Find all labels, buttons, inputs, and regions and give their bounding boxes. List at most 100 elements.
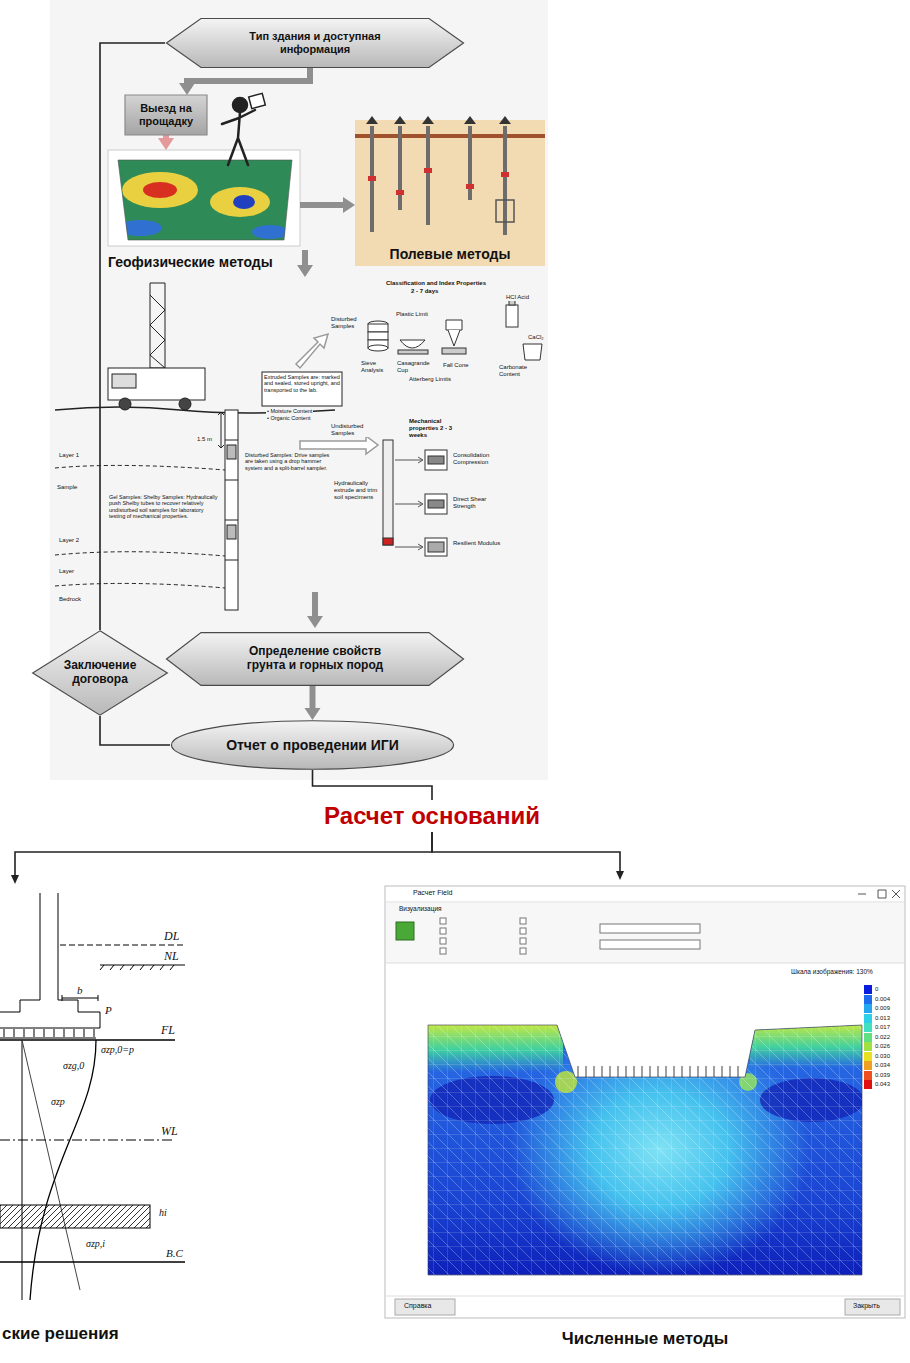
legend-text: 0.043 xyxy=(875,1081,890,1088)
geophysics-section xyxy=(108,150,300,246)
analytical-diagram-part xyxy=(100,965,185,966)
legend-text: 0.034 xyxy=(875,1062,890,1069)
lab-equipment-part xyxy=(442,348,466,354)
software-window-part-part xyxy=(520,928,526,934)
drilling-illustration-part xyxy=(150,283,165,368)
lab-equipment-part xyxy=(428,542,444,552)
legend-text: 0.013 xyxy=(875,1015,890,1022)
text-label: Undisturbed Samples xyxy=(330,423,372,437)
connector-line xyxy=(100,716,170,745)
legend-text: 0.039 xyxy=(875,1072,890,1079)
legend-swatch xyxy=(864,1061,872,1070)
software-window-part xyxy=(395,1299,455,1315)
geophysics-section-part-part xyxy=(118,220,162,236)
person-icon-part xyxy=(233,98,247,112)
hexagon-shape xyxy=(167,633,464,686)
text-label: Direct Shear Strength xyxy=(452,496,509,510)
text-label: • Moisture Content xyxy=(266,408,313,414)
software-window-part-part xyxy=(428,1020,868,1280)
section-heading: Расчет оснований xyxy=(322,800,542,832)
geophysics-section-part xyxy=(108,150,300,246)
field-methods-picture-part-part xyxy=(499,116,511,124)
legend-swatch xyxy=(864,1052,872,1061)
arrow-head xyxy=(158,138,174,150)
lab-equipment-part xyxy=(368,324,388,332)
connector-line xyxy=(187,68,310,85)
geophysics-section-part-part xyxy=(233,195,255,209)
legend-text: 0.004 xyxy=(875,996,890,1003)
diamond-shape xyxy=(33,631,168,715)
drilling-illustration-part xyxy=(227,445,236,459)
text-label: Consolidation Compression xyxy=(452,452,509,466)
text-label: σzp,i xyxy=(85,1238,106,1250)
legend-swatch xyxy=(864,1071,872,1080)
software-window-part-part xyxy=(600,940,700,949)
field-methods-picture-part-part xyxy=(501,172,509,177)
lab-equipment xyxy=(368,300,542,556)
text-label: Disturbed Samples: Drive samples are tak… xyxy=(244,452,334,471)
hexagon-shape xyxy=(167,19,464,68)
process-hexagon: Определение свойств грунта и горных поро… xyxy=(165,632,465,686)
analytical-diagram-part xyxy=(4,1029,94,1037)
geophysics-section-part-part xyxy=(108,150,300,246)
flow-arrow-part xyxy=(302,250,308,266)
software-window-part-part xyxy=(520,948,526,954)
text-label: B.C xyxy=(165,1247,184,1260)
text-label: NL xyxy=(163,950,180,964)
drilling-illustration-part xyxy=(112,374,136,388)
arrow-head xyxy=(305,708,321,720)
field-methods-picture-part-part xyxy=(396,190,404,195)
analytical-diagram-part xyxy=(60,945,185,946)
field-methods-picture-part-part xyxy=(426,126,430,225)
analytical-diagram xyxy=(0,893,185,1300)
lab-equipment-part xyxy=(446,320,462,330)
caption-text: ские решения xyxy=(2,1324,119,1344)
analytical-diagram-part xyxy=(0,1000,100,1028)
flow-arrow-part xyxy=(307,616,323,628)
text-label: • Organic Content xyxy=(266,415,312,421)
node-text: Выезд на прощадку xyxy=(129,102,203,127)
drilling-illustration-part xyxy=(55,583,225,588)
lab-equipment-part xyxy=(368,332,388,340)
connector xyxy=(432,832,624,880)
drilling-illustration-part xyxy=(179,398,191,410)
field-methods-picture-part xyxy=(372,126,505,235)
lab-equipment-part xyxy=(523,344,542,360)
software-window-part-part xyxy=(440,938,446,944)
software-window-part-part xyxy=(440,918,446,924)
text-label: Справка xyxy=(404,1302,431,1310)
text-label: 2 - 7 days xyxy=(410,288,462,295)
analytical-diagram-part xyxy=(40,893,58,1000)
text-label: σzp,0=p xyxy=(100,1044,135,1056)
drilling-illustration-part xyxy=(55,465,225,470)
software-window-part xyxy=(385,1296,905,1297)
geophysics-section-part-part xyxy=(252,225,288,239)
field-methods-picture-part-part xyxy=(366,116,378,124)
field-methods-picture-part-part xyxy=(424,168,432,173)
text-label: WL xyxy=(160,1125,179,1139)
start-hexagon: Тип здания и доступная информация xyxy=(165,18,465,68)
legend-text: 0.030 xyxy=(875,1053,890,1060)
lab-equipment-part xyxy=(506,305,518,327)
flow-arrow xyxy=(297,250,323,628)
software-window-part xyxy=(396,922,414,940)
legend-text: 0.017 xyxy=(875,1024,890,1031)
text-label: σzg,0 xyxy=(62,1060,85,1072)
report-ellipse: Отчет о проведении ИГИ xyxy=(170,720,455,770)
field-methods-picture-part xyxy=(366,116,511,124)
connector xyxy=(158,135,174,150)
connector-line xyxy=(300,202,345,208)
text-label: Casagrande Cup xyxy=(396,360,434,374)
analytical-diagram-part xyxy=(22,1040,23,1300)
lab-equipment-part xyxy=(428,500,444,508)
text-label: Atterberg Limits xyxy=(408,376,462,383)
caption-text: Полевые методы xyxy=(390,246,511,262)
field-methods-picture-part-part xyxy=(422,116,434,124)
image-node: Полевые методы xyxy=(355,120,545,266)
connector xyxy=(179,68,310,95)
analytical-diagram-part xyxy=(0,1140,175,1141)
text-label: Disturbed Samples xyxy=(330,316,367,330)
software-window-part xyxy=(385,902,905,903)
drilling-illustration-part xyxy=(262,372,342,406)
text-label: σzp xyxy=(50,1096,66,1108)
